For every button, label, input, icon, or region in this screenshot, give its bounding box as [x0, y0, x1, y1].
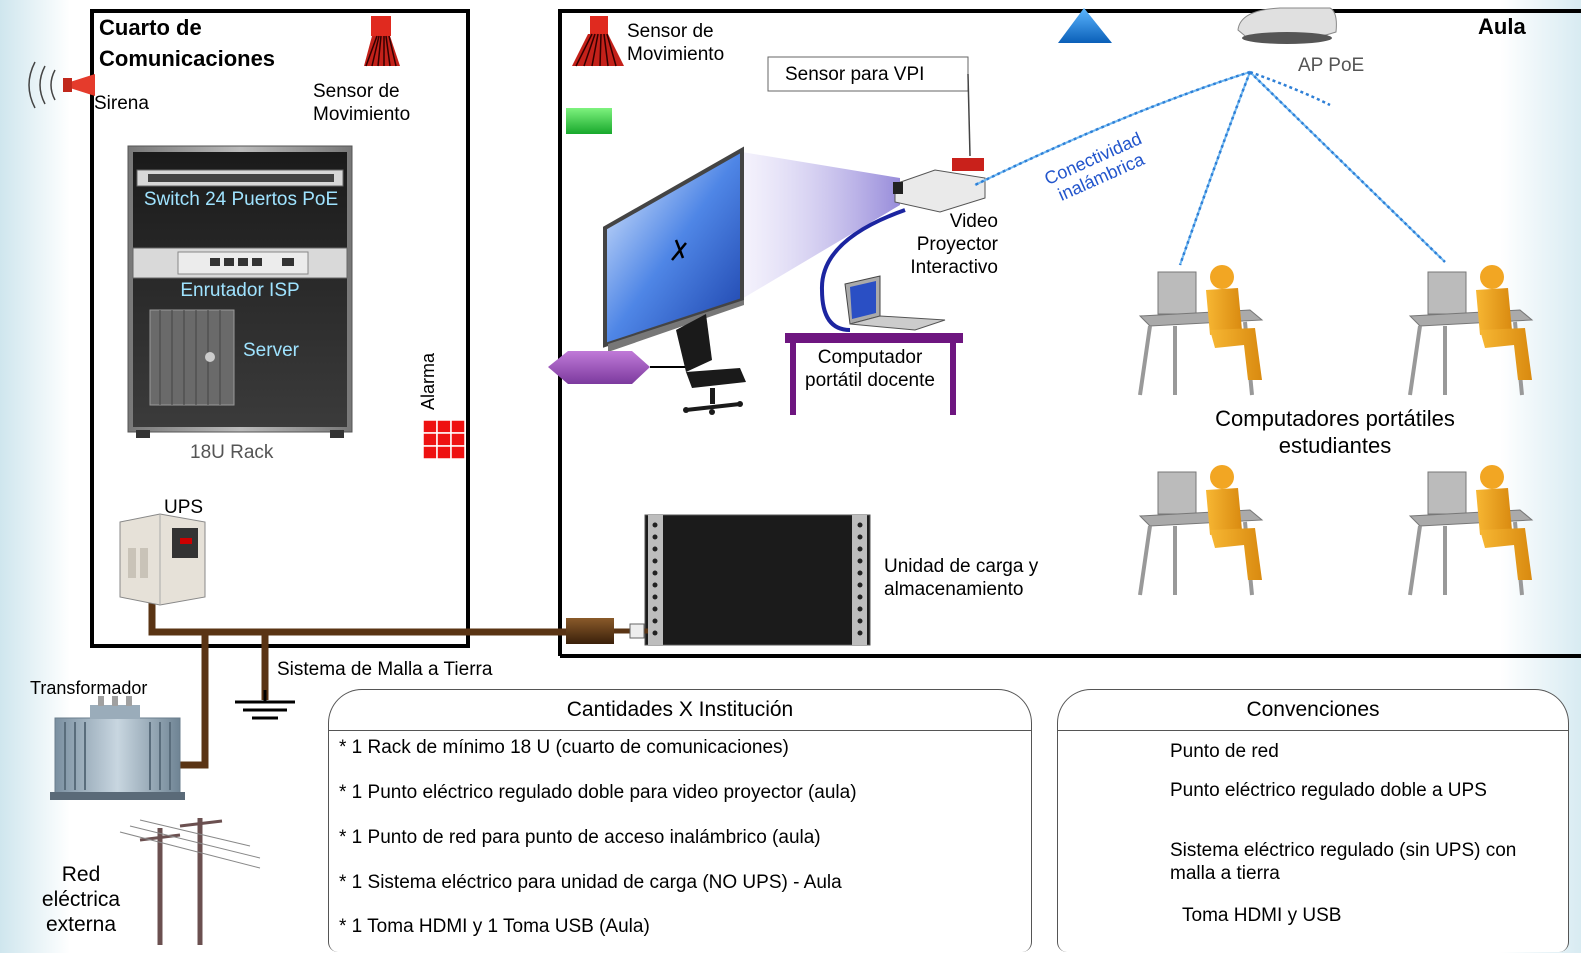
wireless-links	[974, 70, 1446, 266]
conventions-panel: Convenciones Punto de red Punto eléctric…	[1057, 689, 1569, 952]
charging-unit-label: Unidad de carga y almacenamiento	[884, 556, 1039, 600]
quantities-panel: Cantidades X Institución * 1 Rack de mín…	[328, 689, 1032, 952]
convention-label: Punto de red	[1170, 741, 1279, 762]
transformer-icon	[50, 696, 185, 800]
interactive-whiteboard-icon	[603, 146, 744, 352]
student-laptops-label: Computadores portátiles estudiantes	[1215, 406, 1455, 458]
ups-power-point	[566, 108, 612, 134]
server-label: Server	[243, 340, 299, 361]
quantity-item: * 1 Punto de red para punto de acceso in…	[339, 827, 821, 848]
ground-label: Sistema de Malla a Tierra	[277, 659, 493, 680]
conventions-title: Convenciones	[1246, 698, 1380, 721]
quantity-item: * 1 Toma HDMI y 1 Toma USB (Aula)	[339, 916, 650, 937]
quantities-divider	[329, 730, 1031, 731]
projector-label: Video Proyector Interactivo	[910, 211, 998, 278]
network-point-icon	[1058, 8, 1112, 43]
projector-icon	[893, 158, 986, 213]
alarm-grid-icon	[422, 419, 466, 460]
ground-icon	[235, 690, 295, 720]
comm-room-border	[90, 9, 470, 648]
student-workstation-icon	[1138, 265, 1264, 396]
comm-motion-sensor-label: Sensor de Movimiento	[313, 81, 411, 125]
motion-sensor-icon	[364, 16, 400, 67]
ups-label: UPS	[164, 497, 204, 518]
classroom-border	[558, 9, 1581, 658]
teacher-laptop-label: Computador portátil docente	[805, 347, 935, 391]
projection-beam	[740, 152, 900, 300]
classroom-motion-sensor-label: Sensor de Movimiento	[627, 21, 725, 65]
convention-label: Punto eléctrico regulado doble a UPS	[1170, 780, 1487, 801]
alarm-label: Alarma	[418, 352, 438, 410]
hdmi-usb-port	[548, 351, 650, 384]
motion-sensor-icon	[572, 16, 624, 67]
switch-label: Switch 24 Puertos PoE	[143, 189, 339, 210]
vpi-sensor-box	[767, 56, 969, 92]
charging-cart-icon	[644, 514, 871, 646]
power-pole-icon	[119, 818, 261, 945]
router-label: Enrutador ISP	[180, 280, 300, 301]
quantity-item: * 1 Sistema eléctrico para unidad de car…	[339, 872, 842, 893]
siren-label: Sirena	[94, 93, 149, 114]
transformer-label: Transformador	[30, 678, 148, 698]
quantity-item: * 1 Rack de mínimo 18 U (cuarto de comun…	[339, 737, 789, 758]
vpi-sensor-label: Sensor para VPI	[785, 64, 925, 85]
classroom-title: Aula	[1478, 14, 1526, 39]
ap-label: AP PoE	[1298, 55, 1365, 76]
ups-icon	[119, 513, 206, 606]
office-chair-icon	[676, 314, 746, 415]
convention-label: Toma HDMI y USB	[1182, 905, 1342, 926]
quantity-item: * 1 Punto eléctrico regulado doble para …	[339, 782, 857, 803]
teacher-desk-icon	[785, 333, 963, 415]
video-cable	[819, 208, 906, 332]
rack-label: 18U Rack	[190, 442, 274, 463]
conventions-divider	[1058, 730, 1568, 731]
convention-label: Sistema eléctrico regulado (sin UPS) con…	[1170, 840, 1517, 884]
rack-icon	[127, 145, 353, 438]
access-point-icon	[1237, 7, 1337, 44]
laptop-icon	[844, 275, 946, 331]
power-grid-label: Red eléctrica externa	[41, 863, 121, 936]
siren-icon	[28, 61, 95, 109]
quantities-title: Cantidades X Institución	[566, 698, 794, 721]
comm-room-title: Cuarto de Comunicaciones	[99, 15, 276, 71]
power-wiring	[148, 600, 570, 769]
regulated-power-outlet	[566, 618, 614, 644]
